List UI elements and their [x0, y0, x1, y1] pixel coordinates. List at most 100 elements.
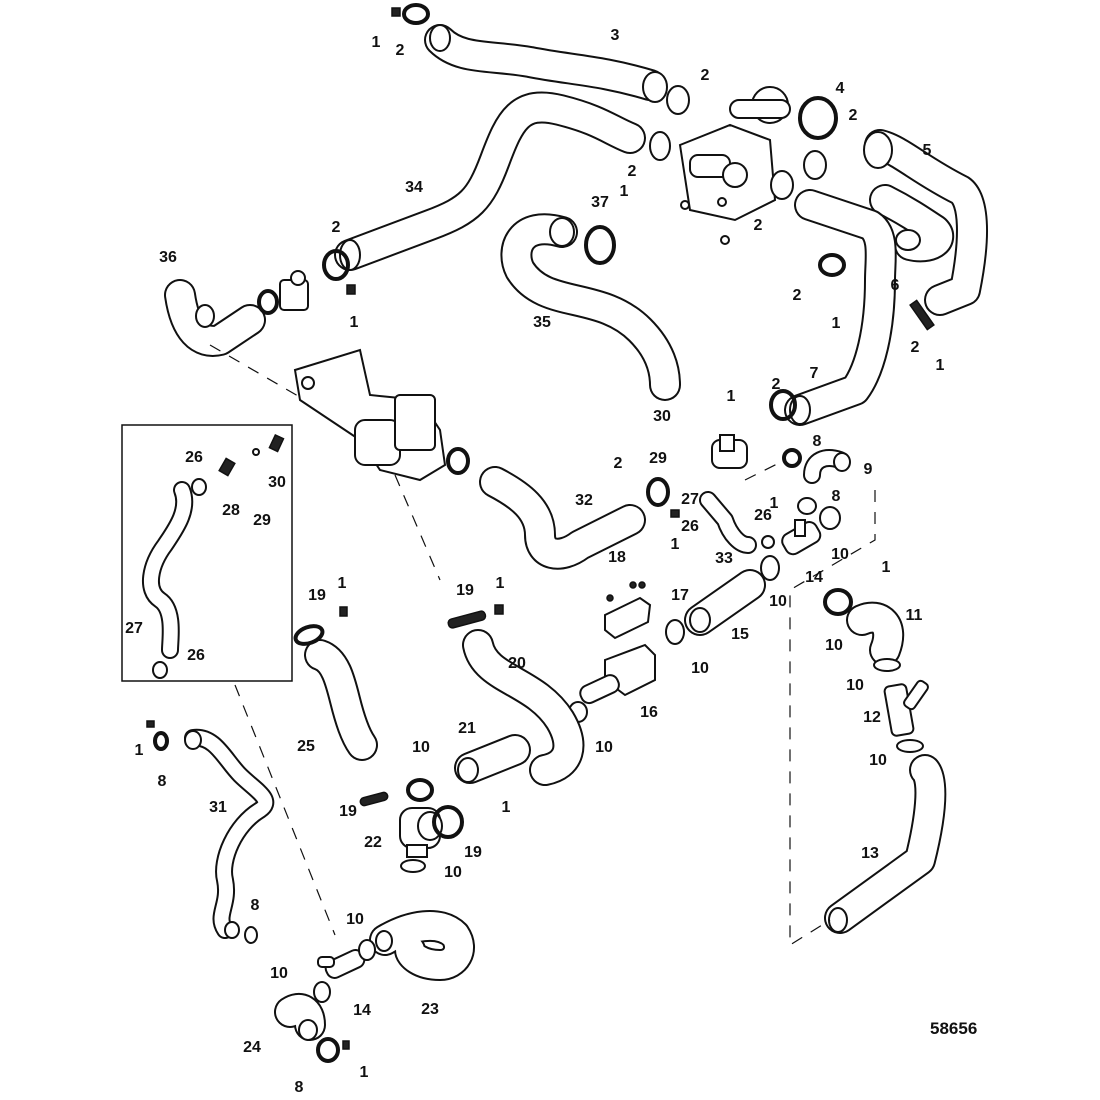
- callout-18: 18: [608, 549, 626, 566]
- hose-part-6: [869, 184, 954, 263]
- hose-part-32: [479, 466, 646, 570]
- callout-9: 9: [864, 461, 873, 478]
- callout-1: 1: [882, 559, 891, 576]
- callout-2: 2: [754, 217, 763, 234]
- fitting-part-22: [359, 778, 464, 873]
- callout-2: 2: [396, 42, 405, 59]
- callout-13: 13: [861, 845, 879, 862]
- clamp-4: [798, 96, 838, 140]
- hose-part-15: [684, 569, 766, 636]
- callout-26: 26: [681, 518, 699, 535]
- hose-part-20: [462, 629, 585, 786]
- callout-36: 36: [159, 249, 177, 266]
- sensor-part-16: [579, 643, 656, 705]
- hose-part-31: [184, 728, 274, 939]
- callout-2: 2: [793, 287, 802, 304]
- callout-12: 12: [863, 709, 881, 726]
- clamp-19-left: [293, 606, 348, 646]
- callout-3: 3: [611, 27, 620, 44]
- callout-19: 19: [308, 587, 326, 604]
- clamp-8-near-31: [146, 720, 258, 944]
- callout-10: 10: [831, 546, 849, 563]
- callout-35: 35: [533, 314, 551, 331]
- callout-4: 4: [836, 80, 845, 97]
- callout-27: 27: [125, 620, 143, 637]
- clamp-8-lower: [316, 1037, 350, 1063]
- tee-fitting-upper: [711, 434, 748, 469]
- callout-1: 1: [671, 536, 680, 553]
- callout-10: 10: [346, 911, 364, 928]
- assembly-line-right: [789, 490, 876, 947]
- callout-27: 27: [681, 491, 699, 508]
- callout-1: 1: [502, 799, 511, 816]
- callout-10: 10: [444, 864, 462, 881]
- callout-31: 31: [209, 799, 227, 816]
- callout-2: 2: [911, 339, 920, 356]
- hose-part-23: [369, 909, 475, 981]
- callout-5: 5: [923, 142, 932, 159]
- callout-23: 23: [421, 1001, 439, 1018]
- callout-10: 10: [869, 752, 887, 769]
- thermostat-housing: [678, 86, 791, 245]
- callout-10: 10: [825, 637, 843, 654]
- hose-part-13: [824, 754, 947, 934]
- callout-10: 10: [769, 593, 787, 610]
- callout-8: 8: [295, 1079, 304, 1096]
- elbow-part-36: [164, 279, 266, 357]
- clamp-2-right: [770, 150, 827, 200]
- clamp-10-near-11: [823, 588, 901, 672]
- hose-part-21: [454, 734, 531, 784]
- callout-1: 1: [620, 183, 629, 200]
- hose-part-5: [863, 129, 988, 316]
- callout-19: 19: [339, 803, 357, 820]
- callout-37: 37: [591, 194, 609, 211]
- callout-7: 7: [810, 365, 819, 382]
- figure-id: 58656: [930, 1019, 977, 1038]
- callout-2: 2: [849, 107, 858, 124]
- callout-32: 32: [575, 492, 593, 509]
- callout-1: 1: [360, 1064, 369, 1081]
- callout-34: 34: [405, 179, 423, 196]
- callout-24: 24: [243, 1039, 261, 1056]
- callout-1: 1: [135, 742, 144, 759]
- callout-2: 2: [332, 219, 341, 236]
- callout-21: 21: [458, 720, 476, 737]
- callout-11: 11: [906, 607, 923, 624]
- callout-30: 30: [268, 474, 286, 491]
- callout-22: 22: [364, 834, 382, 851]
- clamp-2-near-36: [322, 249, 356, 295]
- manifold-block: [293, 348, 470, 482]
- clamp-19-right: [447, 604, 504, 629]
- callout-2: 2: [701, 67, 710, 84]
- assembly-line-center: [394, 474, 441, 581]
- clamp-2-diag: [909, 299, 935, 331]
- callout-1: 1: [832, 315, 841, 332]
- elbow-part-11: [846, 601, 905, 666]
- hose-part-3: [424, 24, 668, 103]
- assembly-line-inset: [234, 684, 336, 936]
- callout-8: 8: [813, 433, 822, 450]
- tee-part-12: [883, 679, 929, 737]
- callout-10: 10: [412, 739, 430, 756]
- callout-28: 28: [222, 502, 240, 519]
- callout-10: 10: [691, 660, 709, 677]
- callout-1: 1: [936, 357, 945, 374]
- callout-10: 10: [846, 677, 864, 694]
- callout-1: 1: [496, 575, 505, 592]
- callout-10: 10: [595, 739, 613, 756]
- callout-25: 25: [297, 738, 315, 755]
- callout-2: 2: [614, 455, 623, 472]
- callout-30: 30: [653, 408, 671, 425]
- elbow-part-24: [274, 992, 326, 1041]
- callout-10: 10: [270, 965, 288, 982]
- clamps-10-lower: [313, 939, 376, 1003]
- clamp-2-near-3: [666, 85, 690, 115]
- clamps-8-9-area: [761, 448, 841, 549]
- clamp-37: [584, 225, 616, 265]
- callout-19: 19: [456, 582, 474, 599]
- inset-box: [121, 424, 293, 682]
- callout-8: 8: [832, 488, 841, 505]
- callout-15: 15: [731, 626, 749, 643]
